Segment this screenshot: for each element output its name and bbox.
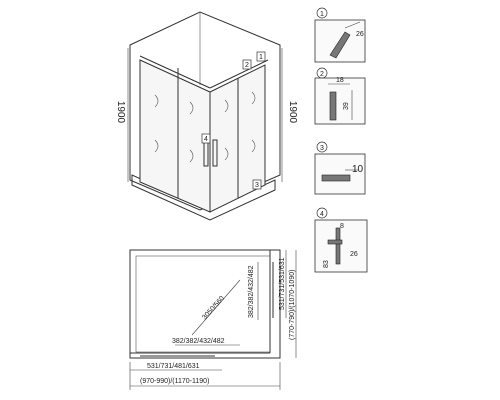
isometric-view: 1900 1900 1 2 3 4 (115, 11, 298, 221)
shower-tray (131, 174, 276, 221)
marker-3-box (252, 179, 262, 190)
glass-pattern (154, 91, 256, 163)
bottom-inner-label: 531/731/481/631 (147, 363, 200, 370)
detail-2-value-side: 39 (343, 102, 350, 110)
marker-3: 3 (255, 182, 259, 189)
detail-4-value-side-a: 26 (350, 251, 358, 258)
height-label-left: 1900 (115, 101, 126, 124)
marker-1-box (256, 51, 266, 62)
detail-2-profile (329, 91, 337, 121)
detail-3: 3 10 (314, 141, 366, 195)
opening-depth-label: 382/382/432/482 (248, 265, 255, 318)
right-handle (212, 139, 218, 167)
detail-1-dim (344, 21, 361, 29)
detail-3-profile (321, 174, 351, 182)
side-range-label: (770-790)/(1070-1090) (289, 270, 296, 340)
detail-4-profile (335, 227, 341, 265)
detail-4-circle (316, 207, 328, 219)
detail-3-frame (314, 153, 366, 195)
marker-1: 1 (259, 54, 263, 61)
diagonal-dim (191, 279, 241, 336)
detail-4-frame (314, 219, 368, 273)
detail-3-circle (316, 141, 328, 153)
plan-outline (129, 249, 281, 359)
detail-1-number: 1 (320, 11, 324, 18)
top-rail-left (139, 55, 211, 89)
side-inner-label: 531/731/531/631 (279, 257, 286, 310)
detail-1: 1 26 (314, 7, 366, 63)
detail-1-value: 26 (356, 31, 364, 38)
detail-4-number: 4 (320, 211, 324, 218)
detail-3-value: 10 (352, 164, 364, 175)
detail-3-number: 3 (320, 145, 324, 152)
detail-4: 4 8 26 83 (314, 207, 368, 273)
detail-2-value-top: 18 (336, 77, 344, 84)
marker-2: 2 (245, 62, 249, 69)
detail-2: 2 18 39 (314, 67, 366, 125)
detail-2-frame (314, 77, 366, 125)
detail-4-value-side-b: 83 (323, 260, 330, 268)
opening-width-label: 382/382/432/482 (172, 338, 225, 345)
detail-4-bracket (327, 239, 343, 245)
diagonal-label: 3050/560 (201, 295, 226, 321)
marker-2-box (242, 59, 252, 70)
detail-2-number: 2 (320, 71, 324, 78)
plan-view: 382/382/432/482 382/382/432/482 3050/560… (129, 249, 297, 390)
marker-4-box (201, 133, 211, 144)
detail-1-circle (316, 7, 328, 19)
height-label-right: 1900 (287, 101, 298, 124)
top-rail-right (209, 59, 269, 89)
detail-1-profile (329, 31, 351, 59)
detail-4-value-top: 8 (340, 223, 344, 230)
bottom-range-label: (970-990)/(1170-1190) (140, 378, 209, 385)
marker-4: 4 (204, 136, 208, 143)
